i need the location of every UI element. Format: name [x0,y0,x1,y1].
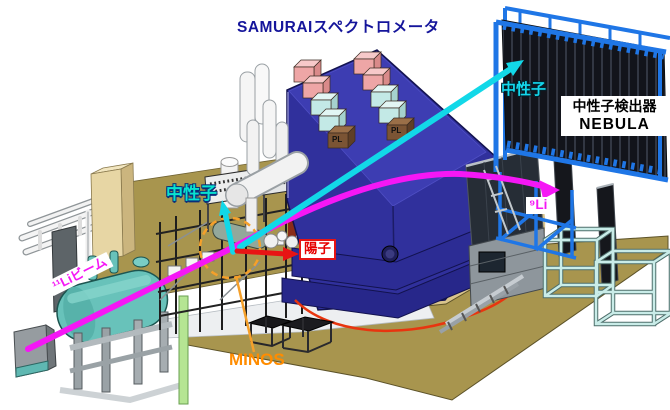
neutron-left-label: 中性子 [166,184,217,203]
nebula-label-line1: 中性子検出器 [572,98,657,114]
minos-label: MINOS [229,350,285,369]
support-pillar [90,162,136,262]
proton-label: 陽子 [299,239,336,260]
neutron-arrow-small [219,200,236,255]
minos-pointer [198,216,262,353]
minos-target-circle [198,216,262,280]
nebula-label-box: 中性子検出器 NEBULA [561,96,668,137]
proton-arrow [234,247,299,261]
magnet-top-boxes [293,51,415,149]
neutron-right-label: 中性子 [501,81,547,98]
access-ramp [438,274,525,334]
beam-dump-box [13,324,57,378]
coil-element [288,214,296,242]
tank-support-frame [59,311,186,404]
li9-arrowhead [539,180,560,199]
neutron-arrow-large [237,60,524,250]
page-title: SAMURAIスペクトロメータ [237,19,440,36]
pl-label-back: PL [391,126,402,135]
floor-cubes [247,315,335,354]
pl-label-front: PL [332,135,343,144]
cryo-pipes [225,63,309,233]
gas-pipe [178,295,189,405]
nebula-label-line2: NEBULA [579,116,650,134]
li9-label: ⁹Li [526,197,551,214]
